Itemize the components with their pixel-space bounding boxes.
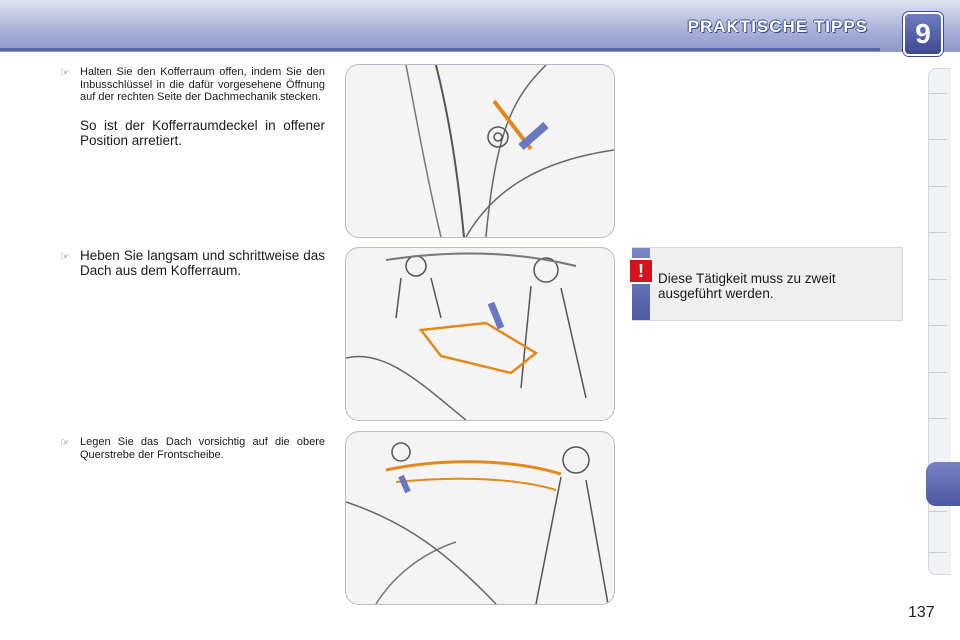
index-tick (929, 232, 947, 233)
step-bullet: ☞ (60, 251, 70, 263)
warning-note: ! Diese Tätigkeit muss zu zweit ausgefüh… (628, 247, 903, 321)
step-3-text: Legen Sie das Dach vorsichtig auf die ob… (80, 436, 325, 461)
index-tick (929, 325, 947, 326)
page-number: 137 (908, 604, 935, 621)
step-1-text: Halten Sie den Kofferraum offen, indem S… (80, 66, 325, 103)
section-title: PRAKTISCHE TIPPS (687, 17, 868, 36)
chapter-badge: 9 (903, 12, 943, 56)
warning-icon: ! (628, 258, 654, 284)
chapter-index-strip (928, 68, 951, 575)
index-tick (929, 279, 947, 280)
warning-text: Diese Tätigkeit muss zu zweit ausgeführt… (658, 271, 836, 301)
chapter-number: 9 (915, 18, 931, 49)
index-tick (929, 372, 947, 373)
index-tick (929, 552, 947, 553)
step-2-text: Heben Sie langsam und schrittweise das D… (80, 248, 325, 278)
step-bullet: ☞ (60, 437, 70, 449)
index-tick (929, 93, 947, 94)
illustration-place-roof (345, 431, 615, 605)
index-tick (929, 511, 947, 512)
step-bullet: ☞ (60, 67, 70, 79)
illustration-trunk-hex-key (345, 64, 615, 238)
index-tick (929, 186, 947, 187)
index-tick (929, 418, 947, 419)
active-chapter-tab[interactable] (926, 462, 960, 506)
page-header (0, 0, 960, 52)
step-1-result: So ist der Kofferraumdeckel in offener P… (80, 118, 325, 148)
header-rule (0, 48, 880, 51)
index-tick (929, 139, 947, 140)
illustration-lift-roof (345, 247, 615, 421)
